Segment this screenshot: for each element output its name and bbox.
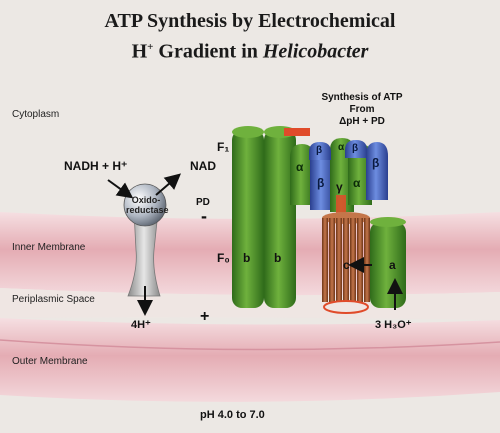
a-subunit	[370, 222, 406, 308]
c-ring-base	[323, 300, 369, 314]
oxidoreductase-sphere	[123, 183, 167, 227]
delta-bar	[284, 128, 310, 136]
gamma-stalk	[336, 195, 346, 217]
label-alpha-right: α	[353, 176, 361, 190]
label-alpha-left: α	[296, 160, 304, 174]
alpha-subunit-left	[290, 144, 314, 205]
label-ph-range: pH 4.0 to 7.0	[200, 409, 265, 421]
title-line-1: ATP Synthesis by Electrochemical	[104, 10, 396, 32]
stator-b-left	[232, 130, 264, 308]
label-beta-top: β	[316, 145, 323, 156]
label-alpha-top: α	[338, 142, 345, 153]
region-outer-membrane: Outer Membrane	[12, 356, 88, 367]
label-plus: +	[200, 308, 210, 325]
label-oxidoreductase: Oxido- reductase	[126, 195, 169, 215]
label-beta-top-2: β	[352, 143, 359, 154]
label-f1: F₁	[217, 140, 230, 154]
label-beta-right: β	[372, 156, 380, 170]
label-beta-left: β	[317, 176, 325, 190]
label-b-right: b	[274, 251, 282, 265]
label-pd: PD	[196, 197, 210, 208]
label-nad: NAD	[190, 159, 216, 173]
beta-subunit-left	[310, 146, 334, 210]
label-minus: -	[201, 206, 207, 226]
label-f0: F₀	[217, 251, 230, 265]
label-nadh: NADH + H⁺	[64, 159, 128, 173]
label-gamma: γ	[336, 180, 343, 194]
label-3h3o: 3 H₃O⁺	[375, 319, 412, 331]
region-periplasmic-space: Periplasmic Space	[12, 294, 95, 305]
label-4h: 4H⁺	[131, 319, 151, 331]
title-line-2: H+ Gradient in Helicobacter	[131, 40, 369, 63]
label-b-left: b	[243, 251, 251, 265]
oxidoreductase-channel	[127, 211, 161, 297]
stator-b-right	[264, 130, 296, 308]
beta-subunit-top	[309, 142, 331, 160]
label-c: c	[343, 258, 350, 272]
region-cytoplasm: Cytoplasm	[12, 109, 60, 120]
label-a: a	[389, 258, 396, 272]
beta-subunit-right	[366, 142, 388, 200]
region-inner-membrane: Inner Membrane	[12, 242, 86, 253]
outer-membrane-band	[0, 318, 500, 402]
beta-subunit-top-2	[345, 140, 367, 158]
caption-atp-synthesis: Synthesis of ATP From ΔpH + PD	[321, 92, 403, 127]
